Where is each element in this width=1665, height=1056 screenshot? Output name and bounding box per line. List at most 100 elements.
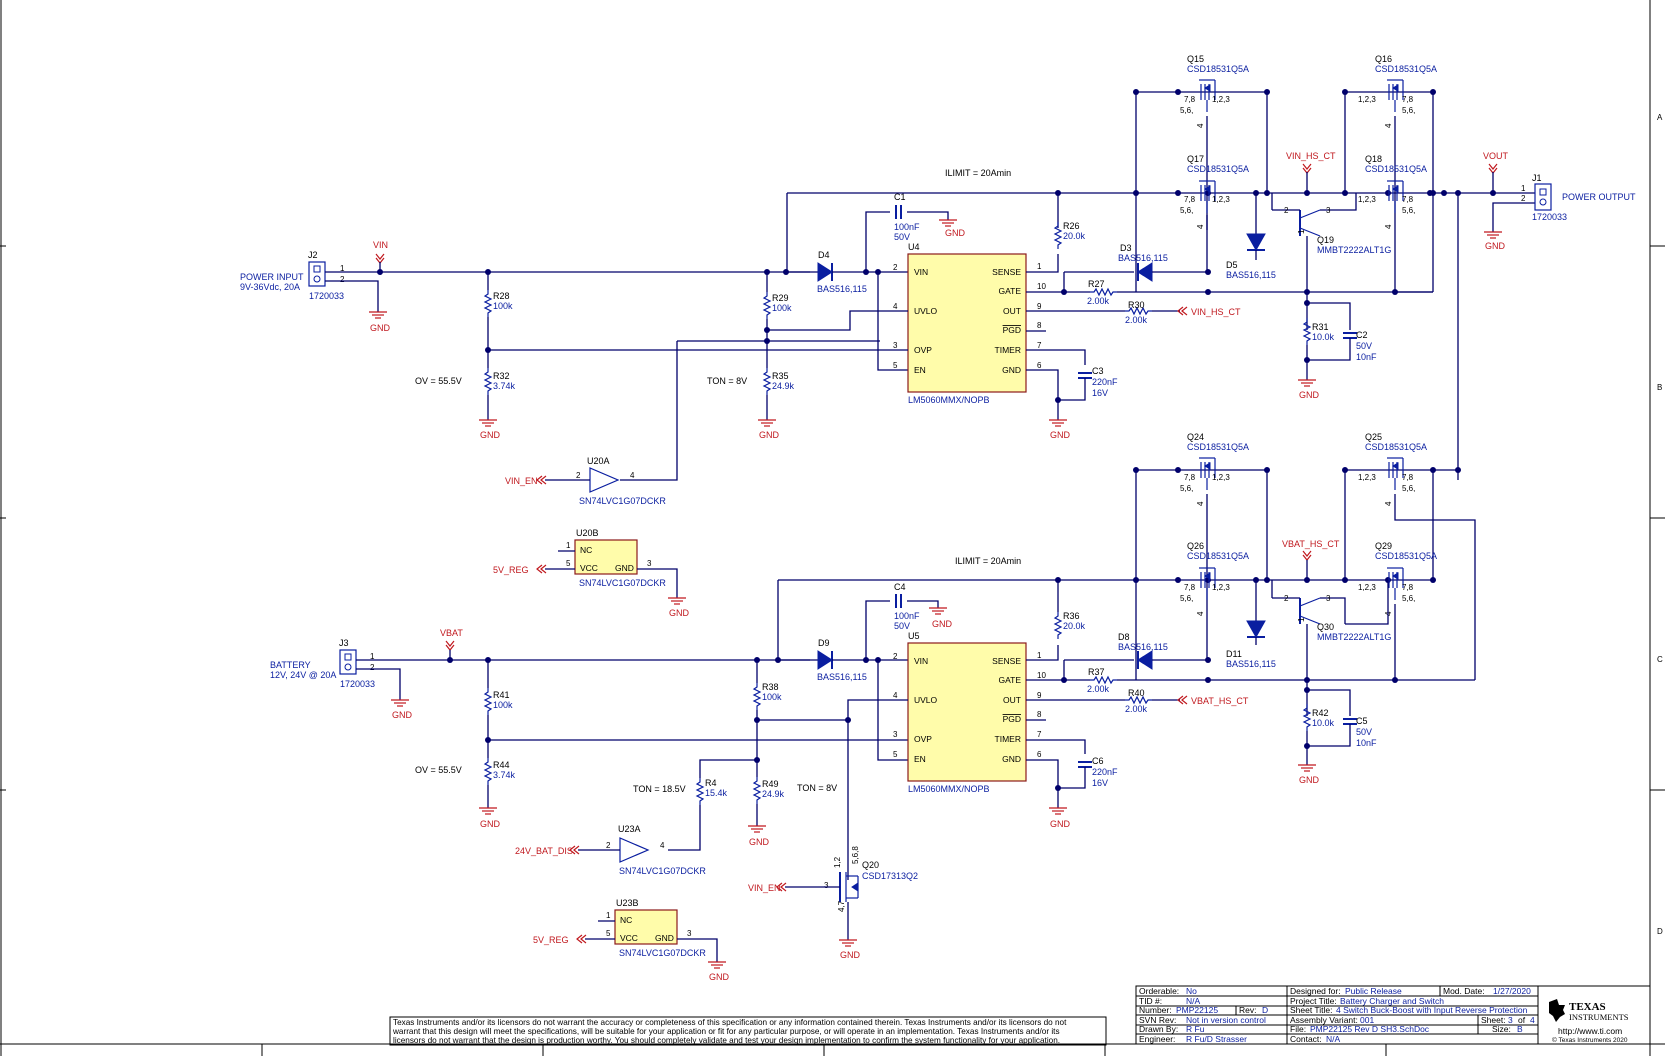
mosfet-q29[interactable]: Q29 CSD18531Q5A 1,2,3 7,8 5,6, 4 [1358,541,1437,616]
ic-u5[interactable]: U5 LM5060MMX/NOPB VIN UVLO OVP EN 2 4 3 … [893,631,1046,794]
svg-text:5,6,: 5,6, [1180,206,1193,215]
net-24v-bat-dis: 24V_BAT_DIS [515,846,573,856]
svg-text:VCC: VCC [620,933,638,943]
mosfet-q15[interactable]: Q15 CSD18531Q5A 7,8 5,6, 1,2,3 4 [1180,54,1249,128]
svg-text:R27: R27 [1088,279,1105,289]
svg-text:1,2,3: 1,2,3 [1358,95,1376,104]
svg-text:9: 9 [1037,691,1042,700]
svg-text:D5: D5 [1226,260,1238,270]
svg-text:16V: 16V [1092,388,1108,398]
svg-text:7,8: 7,8 [1184,473,1196,482]
svg-text:U4: U4 [908,242,920,252]
svg-text:24.9k: 24.9k [762,789,785,799]
bjt-q30[interactable]: Q30 MMBT2222ALT1G 2 3 1 [1272,594,1391,716]
svg-text:2: 2 [1284,594,1289,603]
svg-text:Q19: Q19 [1317,235,1334,245]
svg-text:5V_REG: 5V_REG [533,935,569,945]
svg-text:GND: GND [480,819,501,829]
svg-text:4: 4 [1384,224,1393,229]
svg-text:PMP22125 Rev D SH3.SchDoc: PMP22125 Rev D SH3.SchDoc [1310,1024,1430,1034]
svg-text:4: 4 [1530,1015,1535,1025]
svg-text:D9: D9 [818,638,830,648]
svg-text:U23B: U23B [616,898,639,908]
svg-text:5,6,: 5,6, [1180,594,1193,603]
mosfet-q16[interactable]: Q16 CSD18531Q5A 1,2,3 7,8 5,6, 4 [1358,54,1437,128]
border-row-c: C [1657,655,1663,664]
svg-text:GATE: GATE [998,675,1021,685]
svg-text:10: 10 [1037,671,1046,680]
svg-text:Texas Instruments and/or its l: Texas Instruments and/or its licensors d… [393,1018,1067,1027]
svg-text:warrant that this design will: warrant that this design will meet the s… [392,1027,1060,1036]
buffer-u23b[interactable]: U23B SN74LVC1G07DCKR NC VCC GND 1 5 3 [606,898,706,958]
svg-text:D8: D8 [1118,632,1130,642]
svg-text:CSD18531Q5A: CSD18531Q5A [1375,64,1437,74]
svg-text:R31: R31 [1312,322,1329,332]
ic-u4[interactable]: U4 LM5060MMX/NOPB VIN UVLO OVP EN 2 4 3 … [893,242,1046,405]
svg-text:5,6,8: 5,6,8 [851,846,860,864]
mosfet-q20[interactable]: Q20 CSD17313Q2 3 1,2 5,6,8 4,7 [824,846,918,912]
svg-text:Q30: Q30 [1317,622,1334,632]
connector-j3[interactable]: J3 1720033 BATTERY 12V, 24V @ 20A 1 2 [270,638,375,689]
svg-text:CSD17313Q2: CSD17313Q2 [862,871,918,881]
svg-text:Designed for:: Designed for: [1290,986,1341,996]
svg-text:PMP22125: PMP22125 [1176,1005,1218,1015]
svg-text:NC: NC [620,915,632,925]
svg-text:R30: R30 [1128,300,1145,310]
svg-text:8: 8 [1037,321,1042,330]
svg-text:R29: R29 [772,293,789,303]
bjt-q19[interactable]: Q19 MMBT2222ALT1G 2 3 1 [1272,193,1391,330]
svg-text:7,8: 7,8 [1402,95,1414,104]
svg-text:Number:: Number: [1139,1005,1172,1015]
svg-text:2: 2 [1284,206,1289,215]
svg-text:R35: R35 [772,371,789,381]
svg-text:SN74LVC1G07DCKR: SN74LVC1G07DCKR [579,496,666,506]
svg-text:GND: GND [1050,430,1071,440]
j2-label-1: POWER INPUT [240,272,304,282]
svg-text:3.74k: 3.74k [493,770,516,780]
svg-text:6: 6 [1037,750,1042,759]
svg-text:3: 3 [824,881,829,890]
svg-text:GND: GND [749,837,770,847]
svg-text:220nF: 220nF [1092,767,1118,777]
svg-text:UVLO: UVLO [914,695,938,705]
buffer-u20a[interactable]: U20A SN74LVC1G07DCKR 2 4 [576,456,666,506]
svg-text:2.00k: 2.00k [1125,315,1148,325]
svg-text:U20A: U20A [587,456,610,466]
svg-text:1: 1 [1037,651,1042,660]
svg-text:3: 3 [1326,594,1331,603]
svg-text:Q25: Q25 [1365,432,1382,442]
svg-text:SN74LVC1G07DCKR: SN74LVC1G07DCKR [619,948,706,958]
mosfet-q26[interactable]: Q26 CSD18531Q5A 7,8 5,6, 1,2,3 4 [1180,541,1249,616]
svg-text:SENSE: SENSE [992,656,1021,666]
svg-text:1,2,3: 1,2,3 [1212,473,1230,482]
svg-text:100k: 100k [493,301,513,311]
disclaimer: Texas Instruments and/or its licensors d… [389,1016,1107,1046]
svg-text:SENSE: SENSE [992,267,1021,277]
buffer-u20b[interactable]: U20B SN74LVC1G07DCKR NC VCC GND 1 5 3 [566,528,666,588]
svg-text:VCC: VCC [580,563,598,573]
svg-text:4: 4 [1384,123,1393,128]
svg-text:CSD18531Q5A: CSD18531Q5A [1187,551,1249,561]
svg-text:4: 4 [630,471,635,480]
ti-url[interactable]: http://www.ti.com [1558,1026,1622,1036]
svg-text:7,8: 7,8 [1402,583,1414,592]
svg-text:LM5060MMX/NOPB: LM5060MMX/NOPB [908,395,990,405]
svg-text:1720033: 1720033 [340,679,375,689]
svg-text:C2: C2 [1356,330,1368,340]
connector-j2[interactable]: J2 1720033 POWER INPUT 9V-36Vdc, 20A 1 2 [240,250,345,301]
mosfet-q18[interactable]: Q18 CSD18531Q5A 1,2,3 7,8 5,6, 4 [1358,154,1427,229]
svg-text:R Fu: R Fu [1186,1024,1205,1034]
svg-text:5: 5 [893,361,898,370]
svg-text:CSD18531Q5A: CSD18531Q5A [1187,64,1249,74]
svg-text:GND: GND [1002,365,1021,375]
mosfet-q25[interactable]: Q25 CSD18531Q5A 1,2,3 7,8 5,6, 4 [1358,432,1427,506]
mosfet-q24[interactable]: Q24 CSD18531Q5A 7,8 5,6, 1,2,3 4 [1180,432,1249,506]
svg-text:Project Title:: Project Title: [1290,996,1337,1006]
svg-text:VIN_HS_CT: VIN_HS_CT [1286,151,1336,161]
mosfet-q17[interactable]: Q17 CSD18531Q5A 7,8 5,6, 1,2,3 4 [1180,154,1249,229]
border-row-d: D [1657,927,1663,936]
connector-j1[interactable]: J1 1720033 POWER OUTPUT 1 2 [1521,173,1636,222]
svg-text:Not in version control: Not in version control [1186,1015,1266,1025]
svg-text:GND: GND [370,323,391,333]
